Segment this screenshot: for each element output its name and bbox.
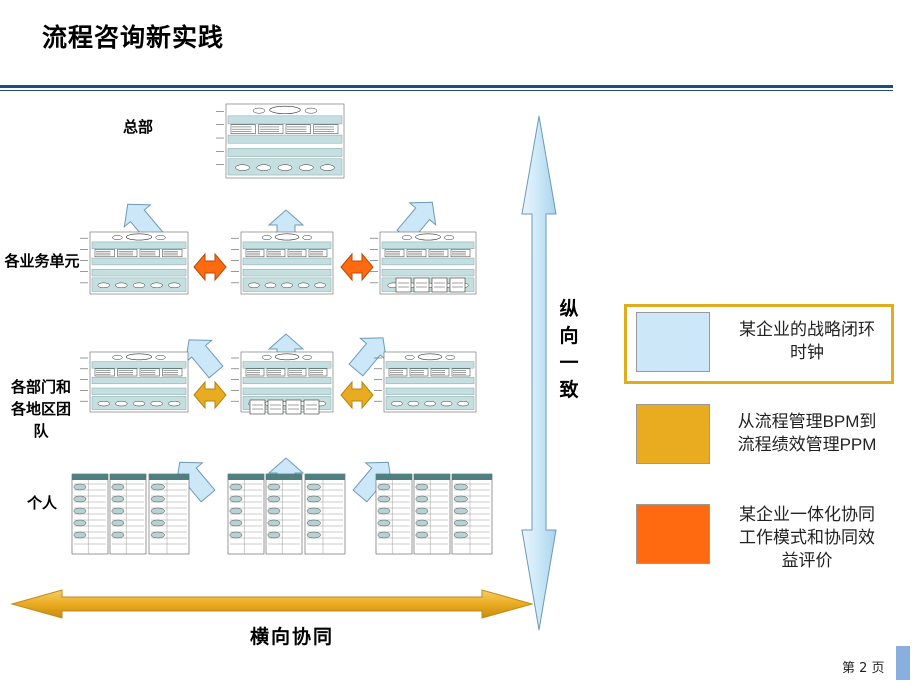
legend-text-strategy: 某企业的战略闭环时钟 (739, 320, 875, 362)
level-label-bu: 各业务单元 (4, 252, 80, 270)
process-card-dept-left (80, 351, 189, 413)
level-label-hq: 总部 (122, 118, 153, 136)
form-sheet-7 (375, 473, 413, 555)
title-rule-thin (0, 90, 893, 91)
up-arrow-dept-left (184, 339, 224, 379)
gold-double-arrow-left (193, 380, 227, 410)
cards-layer (71, 103, 493, 555)
process-card-hq (216, 103, 345, 179)
up-arrow-dept-right (348, 337, 388, 377)
mini-boxes-bu-right (395, 277, 466, 293)
legend-text-collab: 某企业一体化协同工作模式和协同效益评价 (739, 505, 875, 570)
page-number: 第 2 页 (842, 661, 885, 676)
page-accent-bar (896, 646, 910, 680)
form-sheet-3 (148, 473, 190, 555)
process-card-dept-center (231, 351, 334, 413)
mini-boxes-dept-center (249, 399, 320, 415)
process-card-bu-left (80, 231, 189, 295)
horizontal-axis-label: 横向协同 (250, 626, 335, 648)
form-sheet-5 (265, 473, 303, 555)
legend-text-bpm: 从流程管理BPM到流程绩效管理PPM (737, 412, 877, 454)
form-sheet-2 (109, 473, 147, 555)
process-card-bu-center (231, 231, 334, 295)
up-arrow-person-right (352, 461, 393, 503)
title-rule (0, 85, 893, 88)
form-sheet-9 (451, 473, 493, 555)
orange-double-arrow-left (193, 252, 227, 282)
legend-highlight-frame (624, 304, 894, 384)
level-label-dept: 各部门和各地区团队 (10, 378, 71, 440)
process-card-dept-right (374, 351, 477, 413)
vertical-axis-label: 纵向一致 (559, 298, 579, 401)
level-label-person: 个人 (26, 494, 57, 512)
legend-swatch-bpm (636, 404, 710, 464)
legend-swatch-collab (636, 504, 710, 564)
form-sheet-1 (71, 473, 109, 555)
orange-double-arrow-right (340, 252, 374, 282)
gold-double-arrow-right (340, 380, 374, 410)
legend-swatch-strategy (636, 312, 710, 372)
form-sheet-6 (304, 473, 346, 555)
form-sheet-4 (227, 473, 265, 555)
horizontal-double-arrow (10, 589, 534, 619)
vertical-double-arrow (521, 115, 557, 631)
page-title: 流程咨询新实践 (42, 23, 225, 52)
form-sheet-8 (413, 473, 451, 555)
